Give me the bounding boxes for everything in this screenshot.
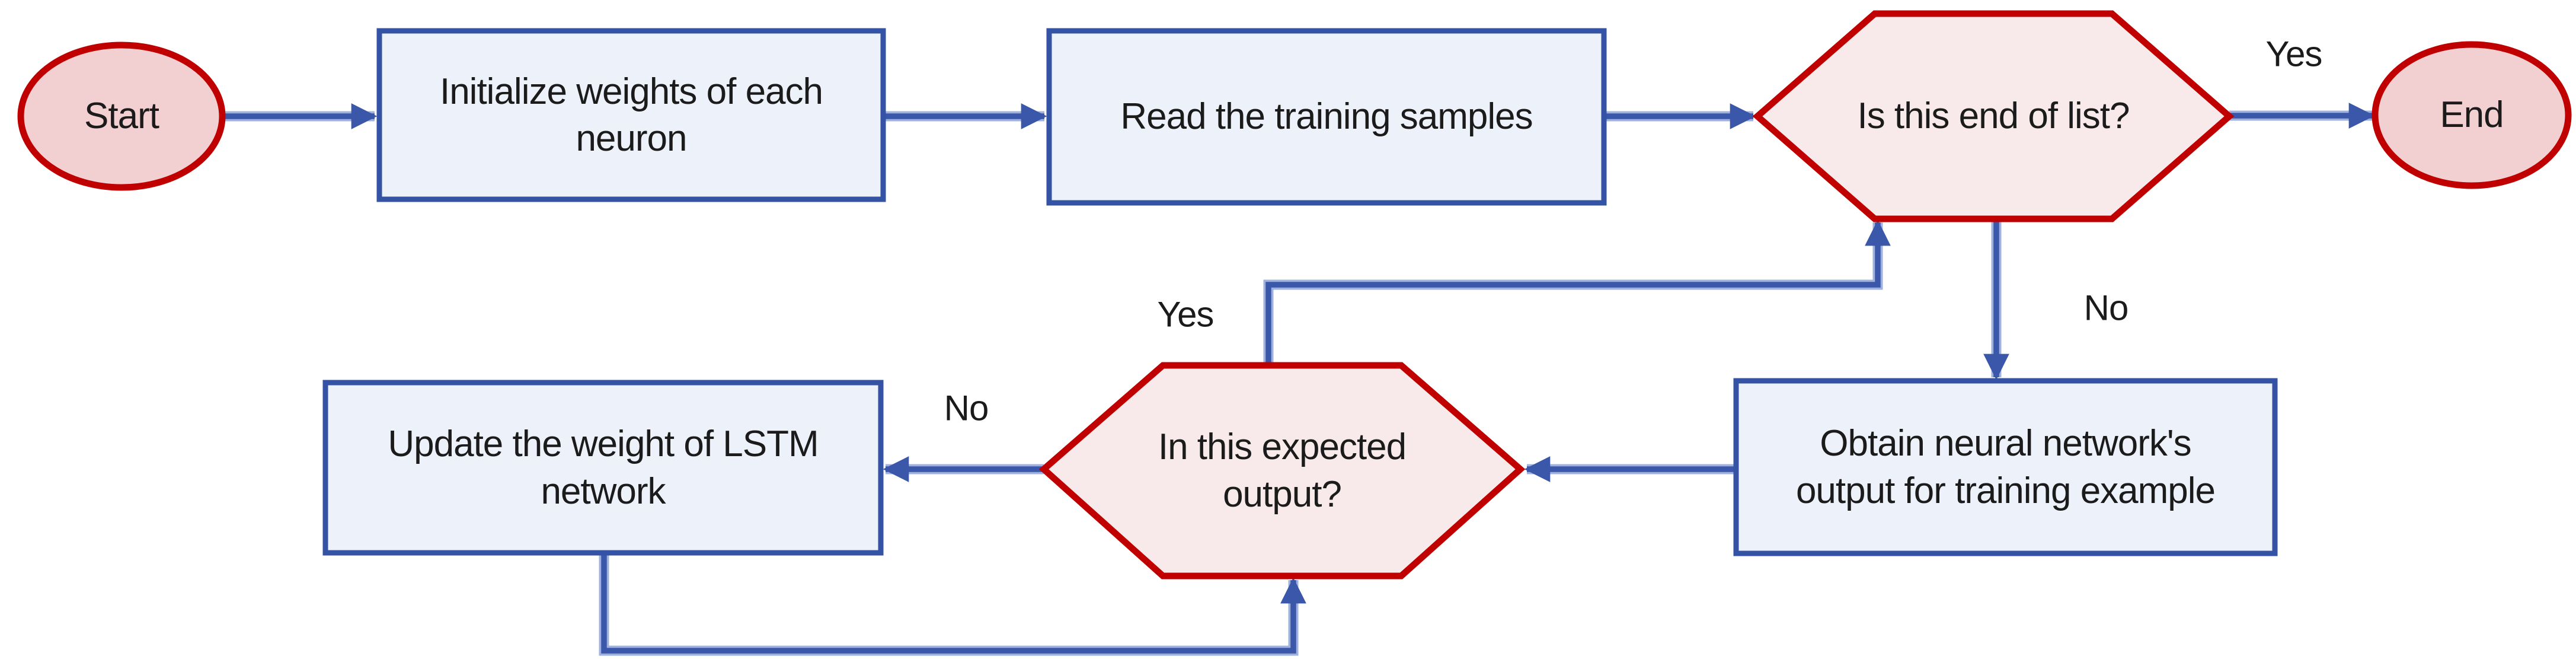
node-start-shape bbox=[17, 42, 226, 191]
node-obtain-shape bbox=[1733, 378, 2278, 556]
edge-line bbox=[601, 553, 1306, 654]
node-read-shape bbox=[1046, 28, 1607, 206]
edge-line bbox=[1265, 219, 1891, 365]
node-end-shape bbox=[2372, 41, 2572, 189]
node-update-shape bbox=[322, 380, 884, 556]
node-expected-shape bbox=[1038, 362, 1526, 580]
edge-update-to-expected bbox=[599, 553, 1306, 656]
node-initialize-shape bbox=[376, 28, 886, 202]
edge-halo bbox=[1263, 222, 1883, 365]
edge-expected-to-end-of-list bbox=[1263, 219, 1891, 365]
node-end-of-list-shape bbox=[1752, 10, 2235, 222]
